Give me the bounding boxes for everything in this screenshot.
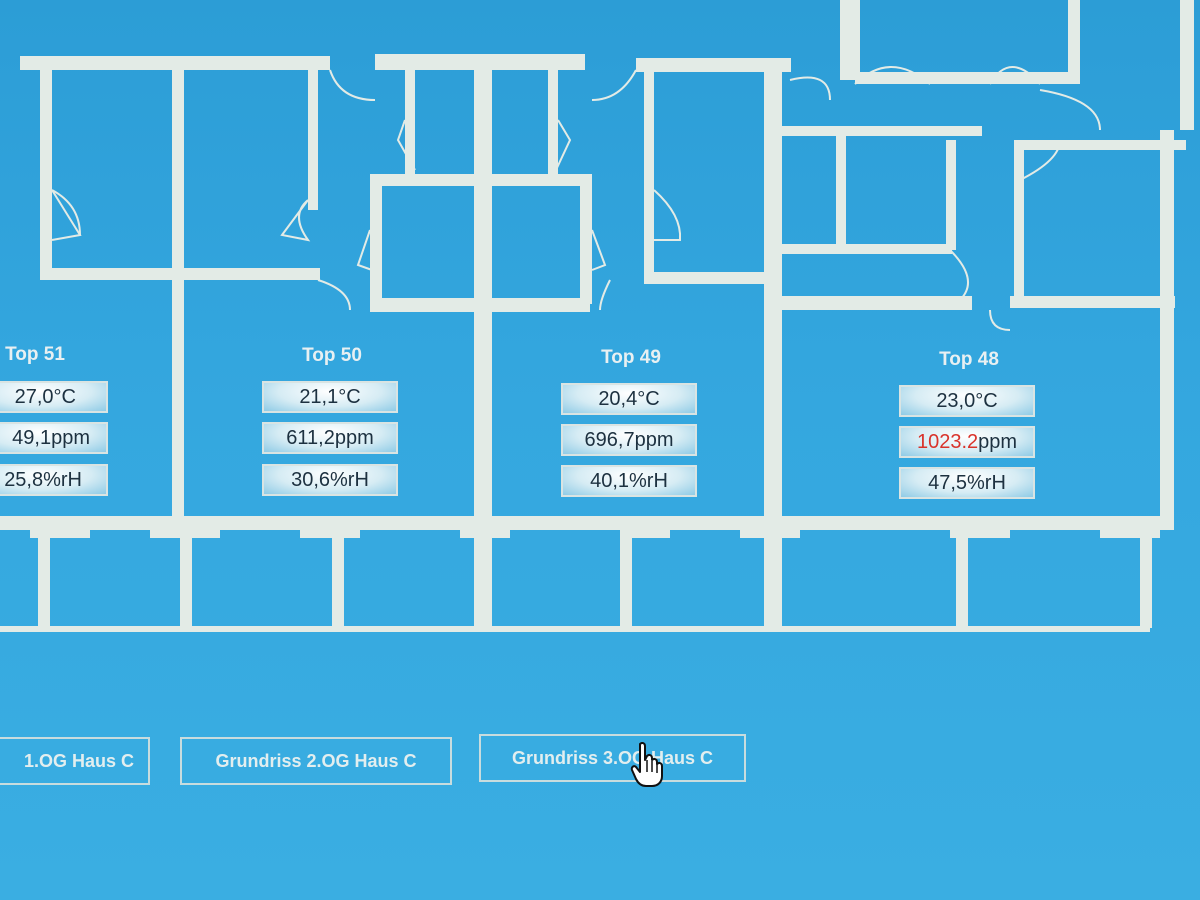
humidity-readout-top-50: 30,6%rH bbox=[262, 464, 398, 496]
temperature-value: 21,1°C bbox=[299, 386, 361, 408]
co2-unit: ppm bbox=[334, 427, 374, 449]
co2-readout-top-50: 611,2ppm bbox=[262, 422, 398, 454]
temperature-readout-top-51: 27,0°C bbox=[0, 381, 108, 413]
co2-unit: ppm bbox=[634, 429, 674, 451]
humidity-value: 30,6%rH bbox=[291, 469, 369, 491]
humidity-readout-top-48: 47,5%rH bbox=[899, 467, 1035, 499]
co2-value: 696,7 bbox=[584, 429, 635, 451]
temperature-readout-top-48: 23,0°C bbox=[899, 385, 1035, 417]
co2-readout-top-48: 1023.2ppm bbox=[899, 426, 1035, 458]
temperature-value: 23,0°C bbox=[936, 390, 998, 412]
hand-pointer-icon bbox=[630, 742, 663, 787]
temperature-readout-top-49: 20,4°C bbox=[561, 383, 697, 415]
co2-value-alarm: 1023.2 bbox=[916, 431, 979, 453]
floor-button-1og[interactable]: 1.OG Haus C bbox=[0, 737, 150, 785]
temperature-value: 27,0°C bbox=[14, 386, 76, 408]
co2-readout-top-51: 49,1ppm bbox=[0, 422, 108, 454]
room-label-top-48: Top 48 bbox=[939, 349, 999, 370]
floor-button-2og[interactable]: Grundriss 2.OG Haus C bbox=[180, 737, 452, 785]
co2-readout-top-49: 696,7ppm bbox=[561, 424, 697, 456]
humidity-readout-top-49: 40,1%rH bbox=[561, 465, 697, 497]
co2-unit: ppm bbox=[978, 431, 1018, 453]
co2-unit: ppm bbox=[51, 427, 90, 449]
room-label-top-49: Top 49 bbox=[601, 347, 661, 368]
floor-button-3og[interactable]: Grundriss 3.OG Haus C bbox=[479, 734, 746, 782]
co2-value: 611,2 bbox=[286, 427, 335, 449]
room-label-top-51: Top 51 bbox=[5, 344, 65, 365]
co2-value: 49,1 bbox=[12, 427, 52, 449]
humidity-readout-top-51: 25,8%rH bbox=[0, 464, 108, 496]
temperature-readout-top-50: 21,1°C bbox=[262, 381, 398, 413]
humidity-value: 47,5%rH bbox=[928, 472, 1006, 494]
room-label-top-50: Top 50 bbox=[302, 345, 362, 366]
humidity-value: 25,8%rH bbox=[4, 469, 82, 491]
humidity-value: 40,1%rH bbox=[590, 470, 668, 492]
temperature-value: 20,4°C bbox=[598, 388, 660, 410]
